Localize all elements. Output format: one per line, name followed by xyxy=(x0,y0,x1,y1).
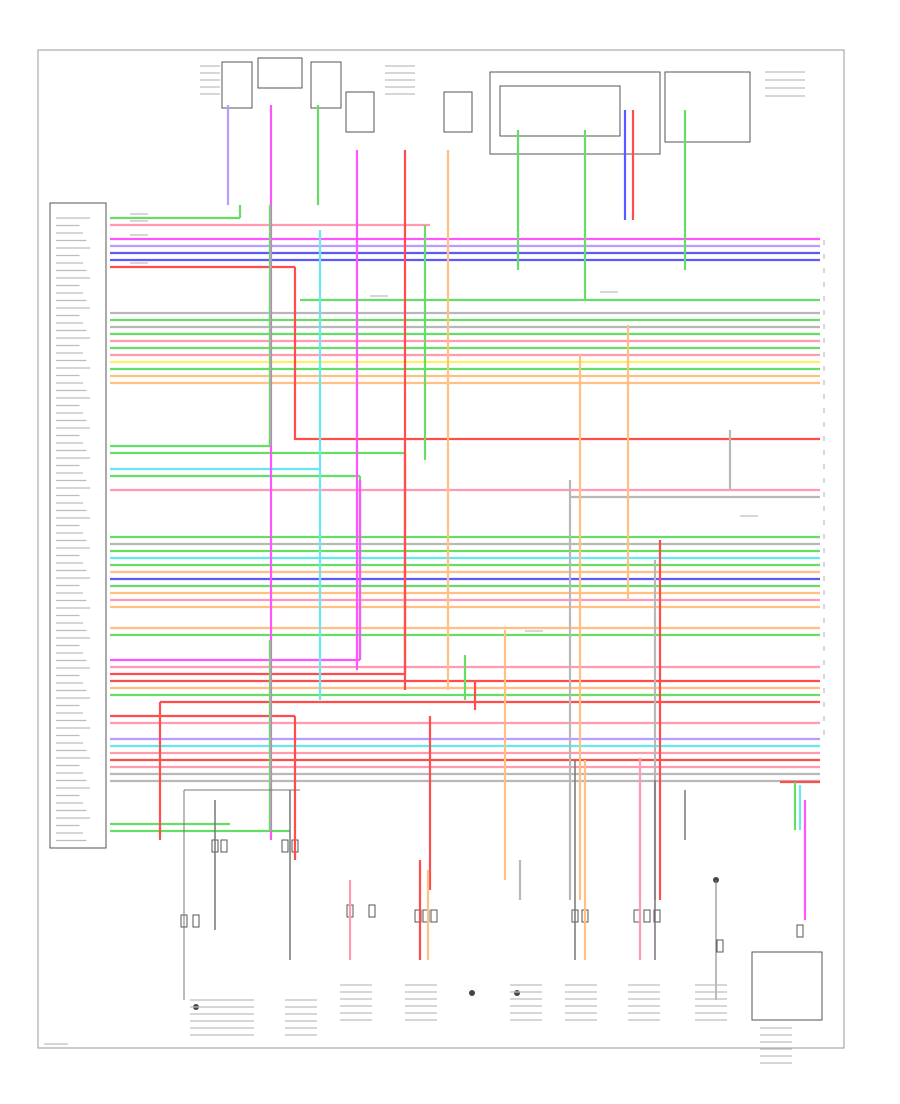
ground-symbol xyxy=(469,990,475,996)
connector-pin xyxy=(653,909,661,923)
connector-pin xyxy=(716,939,724,953)
connector-pin xyxy=(430,909,438,923)
sensor-connector-top-4 xyxy=(443,91,473,133)
connector-pin xyxy=(281,839,289,853)
relay-box xyxy=(664,71,751,143)
wires-layer xyxy=(110,105,820,1000)
sensor-connector-top-2 xyxy=(310,61,342,109)
control-unit-inner xyxy=(499,85,621,137)
components-layer xyxy=(49,57,823,1021)
sensor-connector-top-1 xyxy=(221,61,253,109)
ground-symbol xyxy=(514,990,520,996)
labels-layer xyxy=(44,65,825,1064)
connector-pin xyxy=(368,904,376,918)
sensor-body-top xyxy=(257,57,303,89)
bottom-right-module xyxy=(751,951,823,1021)
diagram-frame xyxy=(37,49,845,1049)
sensor-connector-top-3 xyxy=(345,91,375,133)
connector-pin xyxy=(220,839,228,853)
connector-pin xyxy=(192,914,200,928)
ecm-connector xyxy=(49,202,107,849)
connector-pin xyxy=(643,909,651,923)
control-unit-box xyxy=(489,71,661,155)
connector-pin xyxy=(796,924,804,938)
